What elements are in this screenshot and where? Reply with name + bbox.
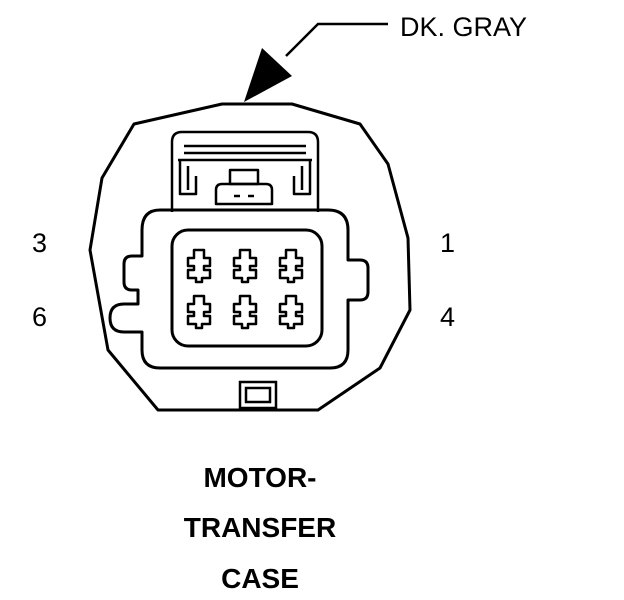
pin-number-6: 6: [32, 302, 48, 332]
caption-line-2: TRANSFER: [183, 512, 337, 543]
wire-color-label: DK. GRAY: [400, 12, 528, 42]
terminal-cavity: [278, 248, 304, 284]
terminal-cavity: [186, 248, 212, 284]
caption-line-3: CASE: [221, 563, 299, 594]
pin-cavity-frame: [170, 228, 324, 348]
caption-line-1: MOTOR-: [203, 462, 317, 493]
pin-number-3: 3: [32, 228, 48, 258]
terminal-cavity: [232, 294, 258, 330]
bottom-key-slot: [238, 380, 278, 410]
connector-body: [108, 208, 370, 370]
terminal-cavity: [186, 294, 212, 330]
pin-number-1: 1: [440, 228, 456, 258]
locking-latch: [170, 130, 320, 212]
callout-arrow-icon: [244, 48, 292, 102]
terminal-cavity: [278, 294, 304, 330]
terminal-cavities: [186, 248, 304, 330]
callout-leader: [244, 22, 388, 102]
pin-number-4: 4: [440, 302, 456, 332]
terminal-cavity: [232, 248, 258, 284]
connector-outer-housing: [88, 102, 412, 412]
